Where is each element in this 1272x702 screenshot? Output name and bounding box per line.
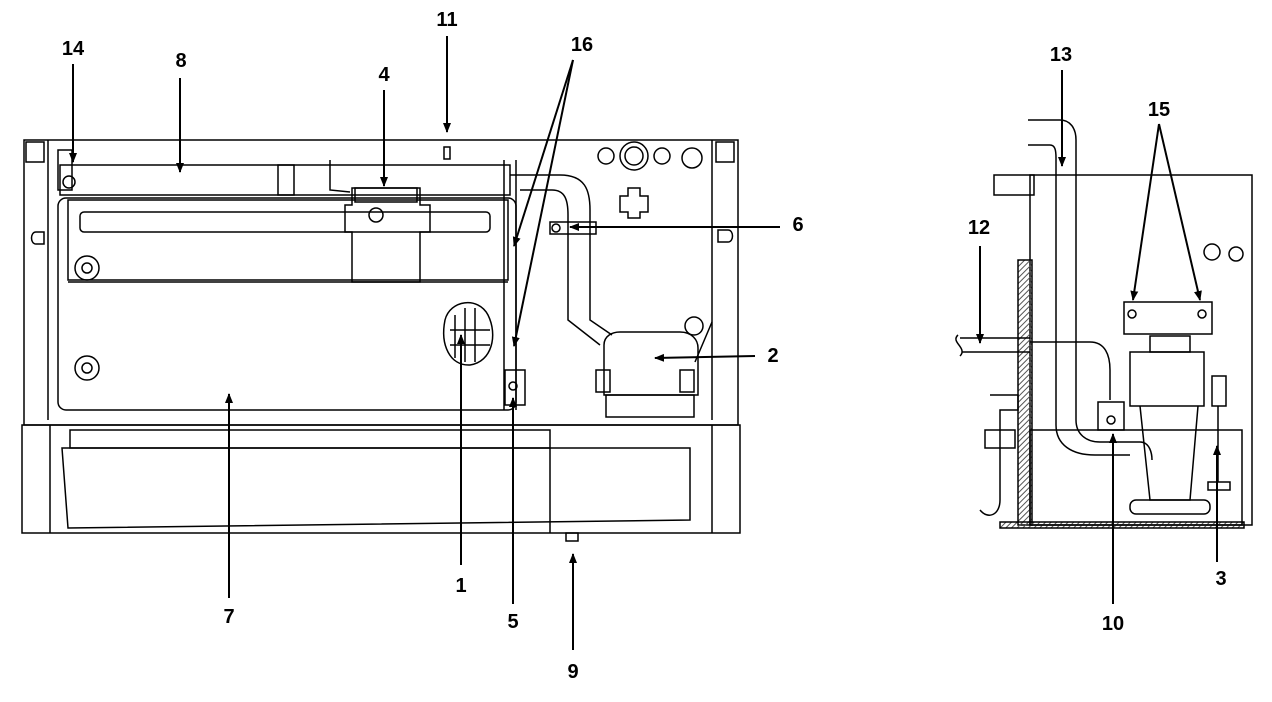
callout-2: 2 (767, 345, 779, 367)
pump-clip-right (679, 369, 695, 393)
bracket-screw-right (1197, 309, 1207, 319)
rail-clip (277, 164, 295, 196)
top-right-bracket (715, 141, 735, 163)
supply-tube (1028, 119, 1153, 461)
pump-lever (694, 321, 713, 363)
side-port (684, 316, 704, 336)
knob-center-inner (624, 146, 644, 166)
left-side-clip (30, 231, 45, 245)
valve-bracket (344, 187, 431, 283)
float-switch (504, 369, 526, 406)
pump-shaft (1139, 405, 1199, 501)
top-left-bracket (25, 141, 45, 163)
callout-7: 7 (223, 606, 235, 628)
front-view (21, 139, 741, 542)
side-hole-1 (1203, 243, 1221, 261)
base-housing (21, 424, 741, 534)
upper-rail (59, 164, 511, 196)
fan-grill-upper (74, 255, 100, 281)
panel-upper-strip (67, 199, 509, 281)
pump-impeller (1129, 499, 1211, 515)
inlet-break (955, 334, 963, 357)
drip-tray-body (61, 447, 691, 529)
drip-tray (69, 429, 551, 449)
callout-15: 15 (1147, 99, 1171, 121)
side-hole-2 (1228, 246, 1244, 262)
fan-grill-lower (74, 355, 100, 381)
fan-grill-upper-inner (81, 262, 93, 274)
pump-motor (1129, 351, 1205, 407)
callout-4: 4 (378, 64, 390, 86)
top-slot (443, 146, 451, 160)
callout-5: 5 (507, 611, 519, 633)
panel-knockout (619, 187, 649, 219)
callout-12: 12 (967, 217, 991, 239)
cutout-view (443, 301, 494, 366)
callout-1: 1 (455, 575, 467, 597)
callout-6: 6 (792, 214, 804, 236)
coupling (1097, 401, 1125, 431)
pump-base (605, 394, 695, 418)
drain-fitting (984, 429, 1016, 449)
pump-housing (603, 331, 699, 396)
leader-16a (512, 59, 574, 247)
leader-15b (1158, 123, 1202, 301)
float-switch-hole (508, 381, 518, 391)
knob-left (597, 147, 615, 165)
callout-9: 9 (567, 661, 579, 683)
coupling-screw (1106, 415, 1116, 425)
valve-wire (329, 160, 351, 193)
left-fitting-bolt (62, 175, 76, 189)
float-body (1207, 481, 1231, 491)
side-view (955, 119, 1253, 529)
bracket-screw-left (1127, 309, 1137, 319)
panel-slot (79, 211, 491, 233)
callout-16: 16 (570, 34, 594, 56)
reservoir (1029, 429, 1243, 526)
callout-11: 11 (436, 9, 458, 31)
tube-loop (1030, 341, 1111, 400)
leader-lines (69, 36, 1221, 650)
fan-grill-lower-inner (81, 362, 93, 374)
drain-elbow (979, 394, 1019, 516)
water-valve-body (354, 187, 418, 203)
leader-16b (511, 59, 574, 347)
pump-clip-left (595, 369, 611, 393)
callout-13: 13 (1049, 44, 1073, 66)
supply-tube-inner (1028, 144, 1130, 456)
pump-bracket (1123, 301, 1213, 335)
callout-3: 3 (1215, 568, 1227, 590)
leader-15a (1130, 123, 1160, 301)
float-rod (1211, 375, 1227, 407)
callout-8: 8 (175, 50, 187, 72)
evaporator-panel (57, 197, 517, 411)
side-top-pipe (993, 174, 1035, 196)
valve-screw (368, 207, 384, 223)
drain-nozzle (565, 532, 579, 542)
callout-14: 14 (61, 38, 85, 60)
drain-hose (510, 174, 613, 336)
callout-10: 10 (1101, 613, 1125, 635)
knob-center (619, 141, 649, 171)
knob-right (653, 147, 671, 165)
drain-hose-inner (520, 189, 601, 346)
right-side-clip (717, 229, 734, 243)
pump-motor-top (1149, 335, 1191, 353)
leader-2 (654, 353, 756, 362)
hose-clamp-screw (551, 223, 561, 233)
port-right (681, 147, 703, 169)
left-fitting (57, 149, 73, 191)
